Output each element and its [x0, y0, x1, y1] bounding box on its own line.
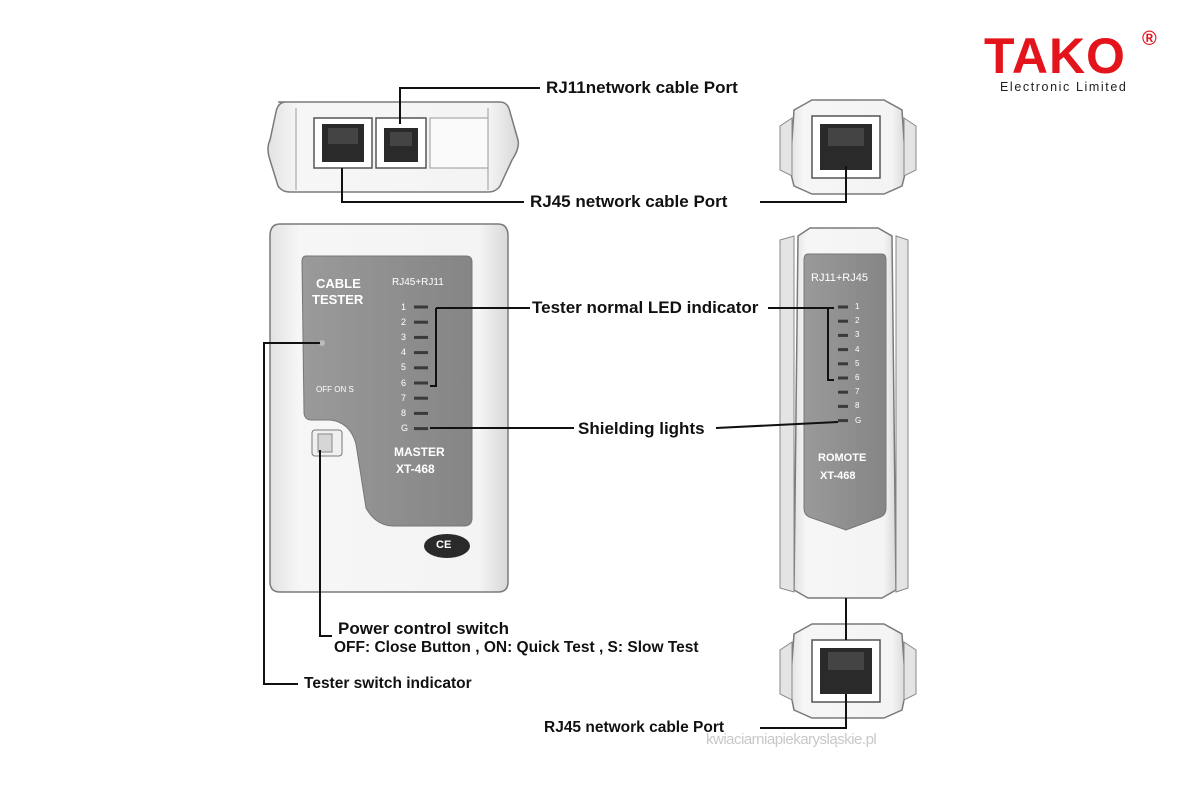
master-name: MASTER [394, 445, 445, 459]
led-number-label: 8 [401, 407, 407, 418]
leader-rj45-bottom [760, 694, 847, 729]
remote-port-label: RJ11+RJ45 [811, 272, 868, 284]
led-number-label: 1 [855, 302, 860, 311]
ce-mark-text: CE [436, 539, 452, 551]
led-indicator-3 [414, 335, 428, 339]
leader-led-bracket [430, 308, 437, 387]
callout-rj11-port: RJ11network cable Port [546, 78, 738, 97]
led-number-label: 3 [855, 330, 860, 340]
led-number-label: 2 [401, 316, 407, 327]
master-top-view [267, 101, 520, 193]
led-indicator-G [838, 419, 848, 423]
led-indicator-7 [838, 390, 848, 394]
callout-rj45-port-top: RJ45 network cable Port [530, 192, 728, 211]
led-number-label: 5 [401, 362, 407, 373]
led-indicator-6 [838, 376, 848, 380]
led-number-label: G [401, 423, 409, 434]
led-indicator-G [414, 427, 428, 431]
leader-power-switch [319, 450, 332, 637]
leader-rj11 [399, 87, 540, 124]
remote-model: XT-468 [820, 470, 856, 482]
led-number-label: 4 [855, 344, 860, 354]
led-indicator-8 [414, 411, 428, 415]
master-port-label: RJ45+RJ11 [392, 277, 444, 288]
led-indicator-4 [414, 351, 428, 355]
led-indicator-1 [414, 305, 428, 309]
led-indicator-2 [414, 320, 428, 324]
logo-subtitle: Electronic Limited [1000, 80, 1128, 94]
power-switch [317, 433, 333, 453]
callout-tester-switch-indicator: Tester switch indicator [304, 675, 472, 692]
callout-lines [263, 87, 847, 729]
led-number-label: 4 [401, 347, 407, 358]
master-model: XT-468 [396, 462, 435, 476]
led-indicator-5 [414, 366, 428, 370]
led-number-label: 7 [855, 387, 860, 397]
led-number-label: G [855, 415, 862, 425]
logo-brand: TAKO [984, 28, 1126, 84]
led-indicator-6 [414, 381, 428, 385]
master-switch-label: OFF ON S [316, 385, 354, 394]
remote-unit [779, 227, 909, 599]
led-number-label: 6 [855, 373, 860, 382]
leader-remote-top [760, 166, 847, 203]
led-indicator-5 [838, 362, 848, 366]
watermark: kwiaciarniapiekarysląskie.pl [706, 731, 877, 748]
led-indicator-8 [838, 404, 848, 408]
leader-shield-remote [715, 421, 839, 429]
master-unit [269, 223, 509, 593]
led-number-label: 6 [401, 377, 407, 388]
led-number-label: 8 [855, 401, 860, 411]
led-indicator-7 [414, 396, 428, 400]
switch-indicator-led [319, 340, 325, 346]
led-number-label: 1 [401, 301, 407, 312]
callout-power-switch-modes: OFF: Close Button , ON: Quick Test , S: … [334, 639, 699, 656]
leader-switch-indicator [263, 342, 320, 685]
led-indicator-1 [838, 305, 848, 309]
led-indicator-3 [838, 333, 848, 337]
callout-power-switch: Power control switch [338, 619, 509, 638]
remote-bottom-view [779, 623, 917, 719]
leader-rj45-top [341, 168, 524, 203]
ce-mark-icon [424, 534, 470, 558]
logo-registered-mark: ® [1142, 28, 1157, 50]
led-indicator-4 [838, 348, 848, 352]
tako-logo: TAKO ® Electronic Limited [984, 28, 1174, 98]
callout-tester-led: Tester normal LED indicator [532, 298, 759, 317]
led-number-label: 7 [401, 392, 407, 403]
led-indicator-2 [838, 319, 848, 323]
callout-shielding-lights: Shielding lights [578, 419, 705, 438]
master-title-line2: TESTER [312, 292, 364, 307]
led-number-label: 2 [855, 316, 860, 326]
led-number-label: 5 [855, 358, 860, 368]
master-title-line1: CABLE [316, 276, 361, 291]
remote-top-view [779, 99, 917, 195]
callout-rj45-port-bottom: RJ45 network cable Port [544, 719, 725, 736]
remote-name: ROMOTE [818, 452, 867, 464]
led-number-label: 3 [401, 331, 407, 342]
